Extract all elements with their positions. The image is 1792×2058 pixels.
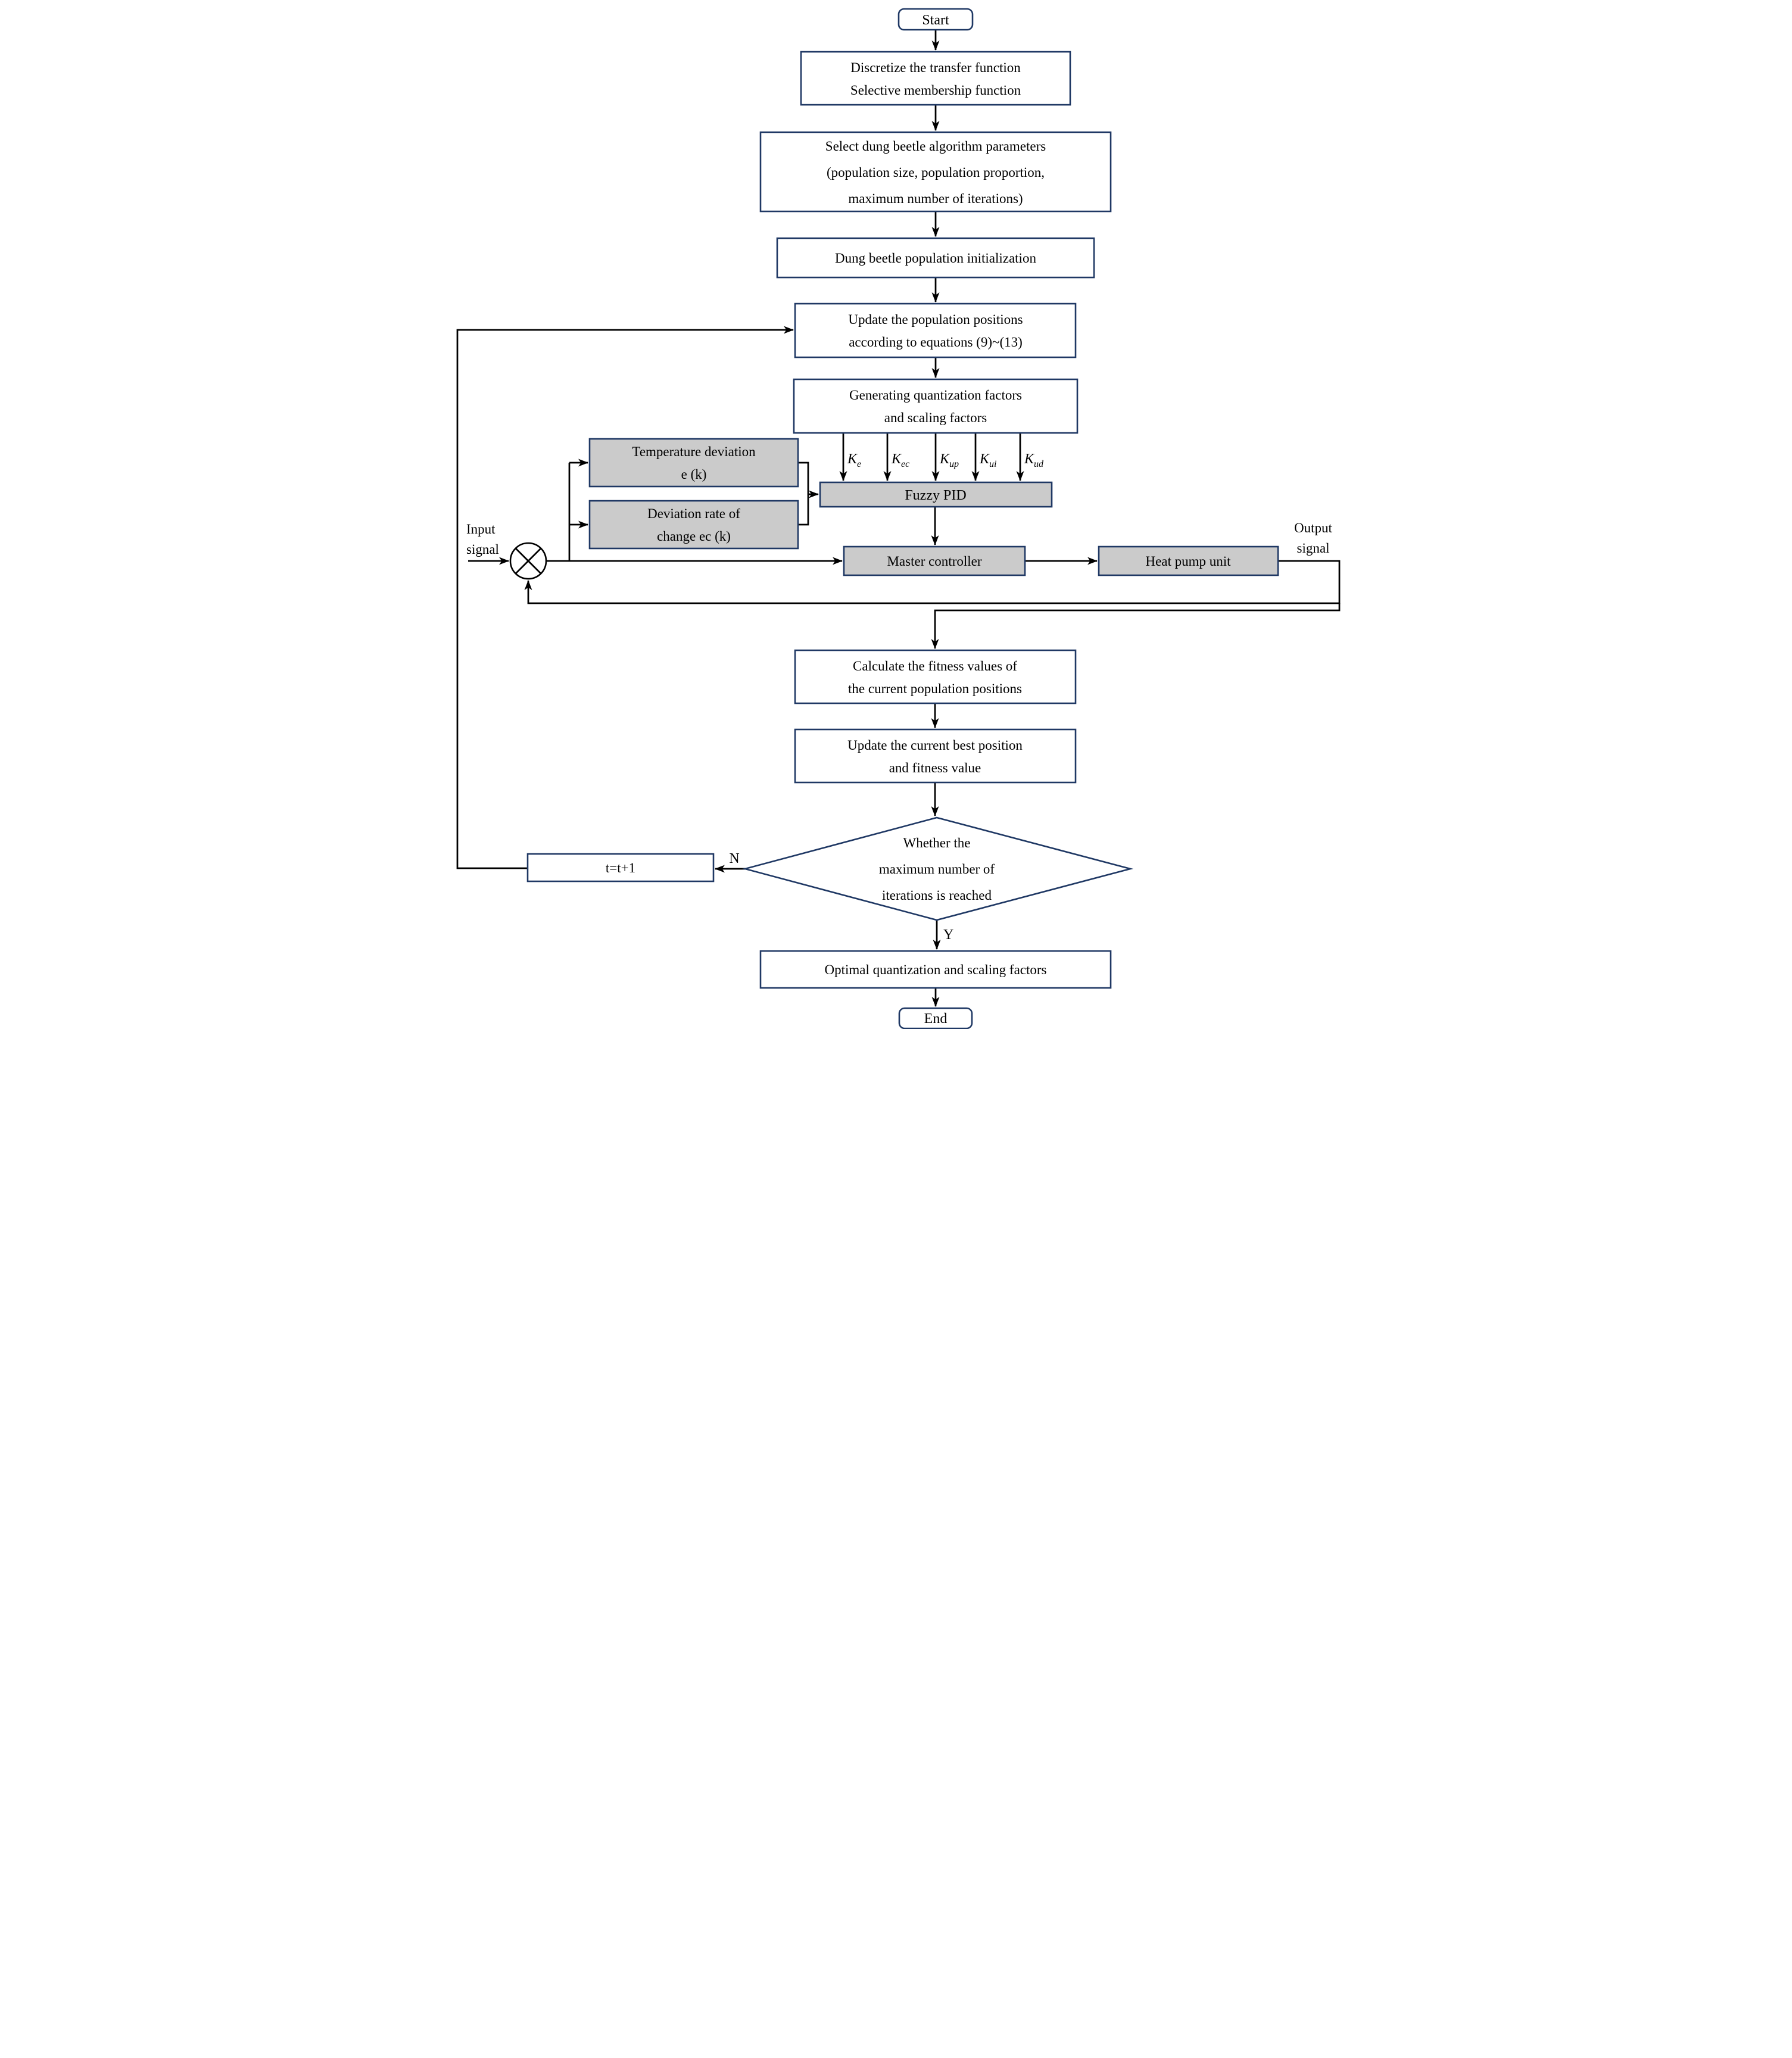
node-select-params — [759, 131, 1111, 213]
select-params-line2: (population size, population proportion, — [826, 165, 1044, 180]
update-positions-line1: Update the population positions — [848, 312, 1023, 327]
generate-factors-line1: Generating quantization factors — [849, 388, 1022, 403]
node-end — [898, 1007, 973, 1029]
calc-fitness-line2: the current population positions — [848, 681, 1022, 696]
update-best-line2: and fitness value — [889, 760, 981, 775]
node-decision-diamond — [741, 816, 1133, 921]
flowchart-svg: Start Discretize the transfer function S… — [456, 8, 1340, 1029]
node-increment — [526, 853, 714, 883]
label-no: N — [729, 851, 739, 866]
node-master-controller — [843, 545, 1026, 576]
decision-line2: maximum number of — [878, 862, 995, 877]
output-signal-line1: Output — [1294, 520, 1333, 535]
output-signal-line2: signal — [1297, 541, 1329, 556]
decision-line3: iterations is reached — [882, 888, 992, 903]
generate-factors-line2: and scaling factors — [884, 410, 986, 425]
end-label: End — [924, 1011, 947, 1027]
node-temp-deviation — [588, 438, 799, 488]
node-init-population — [776, 237, 1095, 279]
node-update-positions — [794, 303, 1076, 358]
heat-pump-label: Heat pump unit — [1145, 554, 1231, 569]
summing-junction-cross — [515, 547, 541, 575]
select-params-line1: Select dung beetle algorithm parameters — [825, 139, 1045, 154]
update-positions-line2: according to equations (9)~(13) — [849, 335, 1023, 350]
input-signal-line1: Input — [466, 522, 495, 537]
node-optimal — [759, 950, 1111, 989]
node-discretize — [800, 51, 1071, 106]
label-kud: Kud — [1024, 451, 1044, 469]
label-kec: Kec — [891, 451, 909, 469]
decision-line1: Whether the — [903, 835, 970, 850]
master-controller-label: Master controller — [887, 554, 981, 569]
label-ke: Ke — [847, 451, 861, 469]
start-label: Start — [922, 13, 949, 28]
flowchart-figure: Start Discretize the transfer function S… — [448, 0, 1344, 1029]
temp-deviation-line2: e (k) — [681, 467, 706, 482]
discretize-line2: Selective membership function — [850, 83, 1021, 98]
init-population-label: Dung beetle population initialization — [835, 251, 1036, 266]
deviation-rate-line1: Deviation rate of — [647, 506, 740, 521]
deviation-rate-line2: change ec (k) — [657, 529, 731, 544]
line-bracket-ek-eck — [797, 462, 809, 526]
node-calc-fitness — [794, 649, 1076, 704]
fuzzy-pid-label: Fuzzy PID — [905, 488, 966, 503]
increment-label: t=t+1 — [605, 860, 635, 875]
label-yes: Y — [943, 927, 953, 943]
node-start — [897, 8, 973, 31]
path-output-to-calc — [931, 603, 1340, 649]
input-signal-line2: signal — [466, 542, 499, 557]
calc-fitness-line1: Calculate the fitness values of — [853, 659, 1017, 673]
update-best-line1: Update the current best position — [847, 738, 1023, 753]
node-fuzzy-pid — [819, 481, 1052, 508]
select-params-line3: maximum number of iterations) — [848, 191, 1023, 206]
node-generate-factors — [793, 378, 1078, 434]
path-loop-increment-to-update — [456, 326, 794, 869]
node-heat-pump — [1098, 545, 1279, 576]
node-deviation-rate — [588, 500, 799, 550]
label-kup: Kup — [939, 451, 959, 469]
label-kui: Kui — [979, 451, 996, 469]
temp-deviation-line1: Temperature deviation — [632, 444, 756, 459]
optimal-label: Optimal quantization and scaling factors — [824, 962, 1046, 977]
node-update-best — [794, 728, 1076, 784]
discretize-line1: Discretize the transfer function — [850, 60, 1021, 75]
